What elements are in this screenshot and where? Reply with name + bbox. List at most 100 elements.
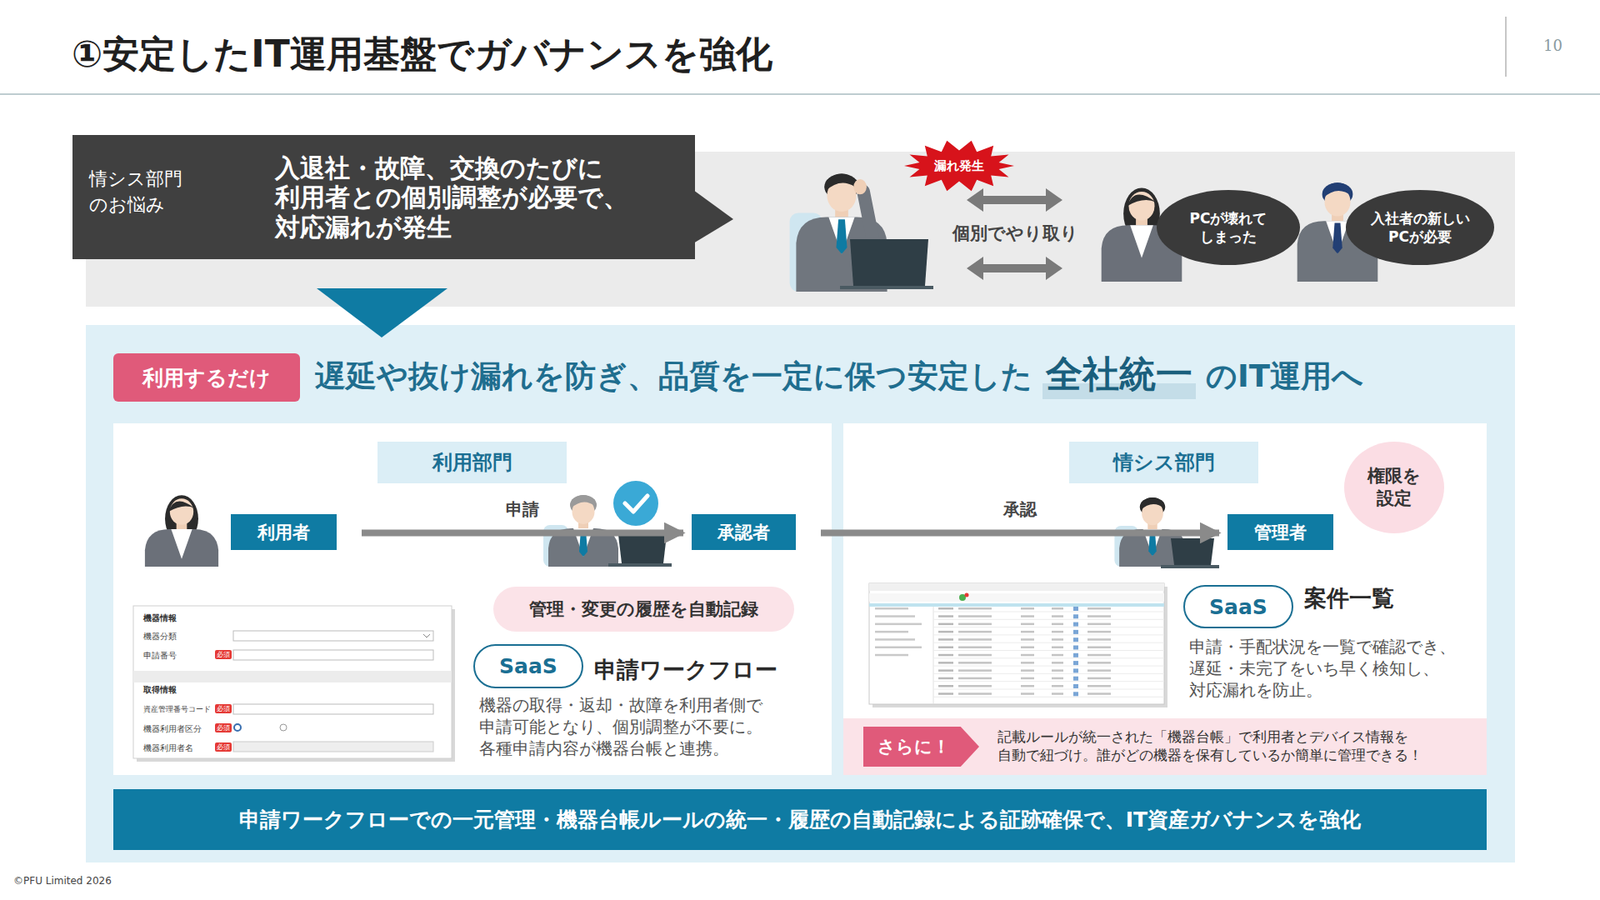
node-text: SaaS bbox=[499, 654, 558, 679]
summary-band: 申請ワークフローでの一元管理・機器台帳ルールの統一・履歴の自動記録による証跡確保… bbox=[113, 789, 1487, 850]
table-icon bbox=[1073, 630, 1079, 635]
table-row bbox=[933, 634, 1165, 635]
table-icon bbox=[1073, 653, 1079, 658]
table-row bbox=[933, 665, 1165, 667]
table-row bbox=[933, 673, 1165, 675]
table-cell bbox=[1020, 669, 1035, 672]
table-icon bbox=[1073, 691, 1079, 696]
table-cell bbox=[1051, 623, 1064, 626]
tie bbox=[1332, 223, 1343, 255]
edge-label: 申請 bbox=[505, 498, 540, 521]
table-cell bbox=[1020, 677, 1035, 680]
laptop-base bbox=[608, 563, 672, 567]
note-strip: 記載ルールが統一された「機器台帳」で利用者とデバイス情報を 自動で紐づけ。誰がど… bbox=[843, 718, 1487, 775]
solution-panel: 遅延や抜け漏れを防ぎ、品質を一定に保つ安定した全社統一のIT運用へ 利用するだけ申… bbox=[85, 325, 1515, 863]
table-icon bbox=[1073, 668, 1079, 673]
table-cell bbox=[1051, 685, 1064, 688]
copyright: ©PFU Limited 2026 bbox=[13, 875, 112, 887]
fringe bbox=[168, 500, 195, 512]
table-cell bbox=[1051, 638, 1064, 641]
table-icon bbox=[1073, 637, 1079, 642]
table-cell bbox=[1020, 615, 1035, 618]
table-cell bbox=[1051, 661, 1064, 665]
callout-body: 入退社・故障、交換のたびに 利用者との個別調整が必要で、 対応漏れが発生 bbox=[275, 153, 650, 242]
table-icon bbox=[1073, 614, 1079, 619]
headline: のIT運用へ bbox=[1205, 355, 1364, 398]
table-cell bbox=[938, 685, 954, 688]
header-rule bbox=[0, 93, 1600, 95]
table-row bbox=[933, 680, 1165, 682]
node-text: 申請ワークフローでの一元管理・機器台帳ルールの統一・履歴の自動記録による証跡確保… bbox=[239, 805, 1361, 834]
headline: 遅延や抜け漏れを防ぎ、品質を一定に保つ安定した bbox=[315, 355, 1033, 398]
table-cell bbox=[1020, 638, 1035, 641]
table-row bbox=[933, 657, 1165, 659]
feature-title: 申請ワークフロー bbox=[594, 655, 778, 685]
table-cell bbox=[1087, 638, 1111, 641]
table-cell bbox=[958, 615, 992, 618]
node-text: SaaS bbox=[1209, 595, 1268, 620]
shirt bbox=[1130, 225, 1154, 258]
table-screenshot bbox=[869, 583, 1168, 708]
edge-label: 承認 bbox=[1003, 498, 1037, 521]
role-box: 承認者 bbox=[691, 514, 796, 550]
table-icon bbox=[1073, 660, 1079, 665]
node-text: 利用者 bbox=[257, 520, 310, 545]
table-cell bbox=[958, 677, 992, 680]
node-text: 必須 bbox=[215, 650, 232, 660]
table-icon bbox=[1073, 622, 1079, 627]
table-cell bbox=[938, 692, 954, 695]
table-cell bbox=[958, 685, 992, 688]
down-triangle bbox=[316, 288, 448, 338]
table-cell bbox=[1087, 646, 1111, 650]
sidebar-item bbox=[875, 630, 909, 634]
shirt bbox=[170, 529, 192, 560]
tie bbox=[836, 219, 848, 255]
node-text: 利用部門 bbox=[432, 449, 513, 476]
arrow-badge: さらに！ bbox=[863, 726, 980, 767]
node-text: 承認者 bbox=[717, 520, 770, 545]
table-icon bbox=[1073, 676, 1079, 681]
sidebar-item bbox=[875, 615, 915, 618]
table-cell bbox=[958, 661, 992, 665]
saas-pill: SaaS bbox=[1183, 585, 1294, 629]
table-cell bbox=[1087, 669, 1111, 672]
table-cell bbox=[958, 692, 992, 695]
list-panel: 案件一覧申請・手配状況を一覧で確認でき、 遅延・未完了をいち早く検知し、 対応漏… bbox=[843, 423, 1487, 775]
laptop bbox=[618, 535, 667, 564]
table-cell bbox=[1051, 654, 1064, 657]
table-cell bbox=[1087, 685, 1111, 688]
fringe bbox=[1127, 194, 1157, 206]
alert-starburst: 漏れ発生 bbox=[904, 140, 1015, 192]
permission-circle: 権限を 設定 bbox=[1344, 441, 1445, 534]
table-cell bbox=[958, 638, 992, 641]
table-cell bbox=[938, 623, 954, 626]
workflow-panel: 申請ワークフロー機器の取得・返却・故障を利用者側で 申請可能となり、個別調整が不… bbox=[113, 423, 832, 775]
hair bbox=[1323, 182, 1353, 198]
table-cell bbox=[1051, 677, 1064, 680]
table-cell bbox=[958, 654, 992, 657]
table-cell bbox=[938, 669, 954, 672]
sidebar-item bbox=[875, 646, 922, 650]
table-row bbox=[933, 696, 1165, 698]
arm bbox=[863, 190, 875, 245]
headline-row: 遅延や抜け漏れを防ぎ、品質を一定に保つ安定した全社統一のIT運用へ bbox=[315, 350, 1364, 400]
role-box: 管理者 bbox=[1227, 514, 1334, 550]
callout-heading: 情シス部門 のお悩み bbox=[89, 166, 198, 219]
node-text: 利用するだけ bbox=[142, 364, 271, 392]
solution-panel bbox=[85, 325, 1515, 863]
node-text: 漏れ発生 bbox=[934, 158, 985, 175]
table-cell bbox=[1051, 669, 1064, 672]
table-cell bbox=[1051, 607, 1064, 610]
table-cell bbox=[1020, 692, 1035, 695]
role-box: 利用者 bbox=[230, 514, 337, 550]
table-cell bbox=[1020, 623, 1035, 626]
table-icon bbox=[1073, 606, 1079, 611]
section-tab: 情シス部門 bbox=[1069, 441, 1259, 484]
node-text: 必須 bbox=[215, 704, 232, 714]
table-cell bbox=[1051, 692, 1064, 695]
flow-arrow bbox=[361, 530, 684, 537]
table-cell bbox=[958, 630, 992, 634]
node-text: 管理者 bbox=[1254, 520, 1307, 545]
note-pill: 管理・変更の履歴を自動記録 bbox=[493, 586, 795, 632]
table-cell bbox=[1087, 661, 1111, 665]
